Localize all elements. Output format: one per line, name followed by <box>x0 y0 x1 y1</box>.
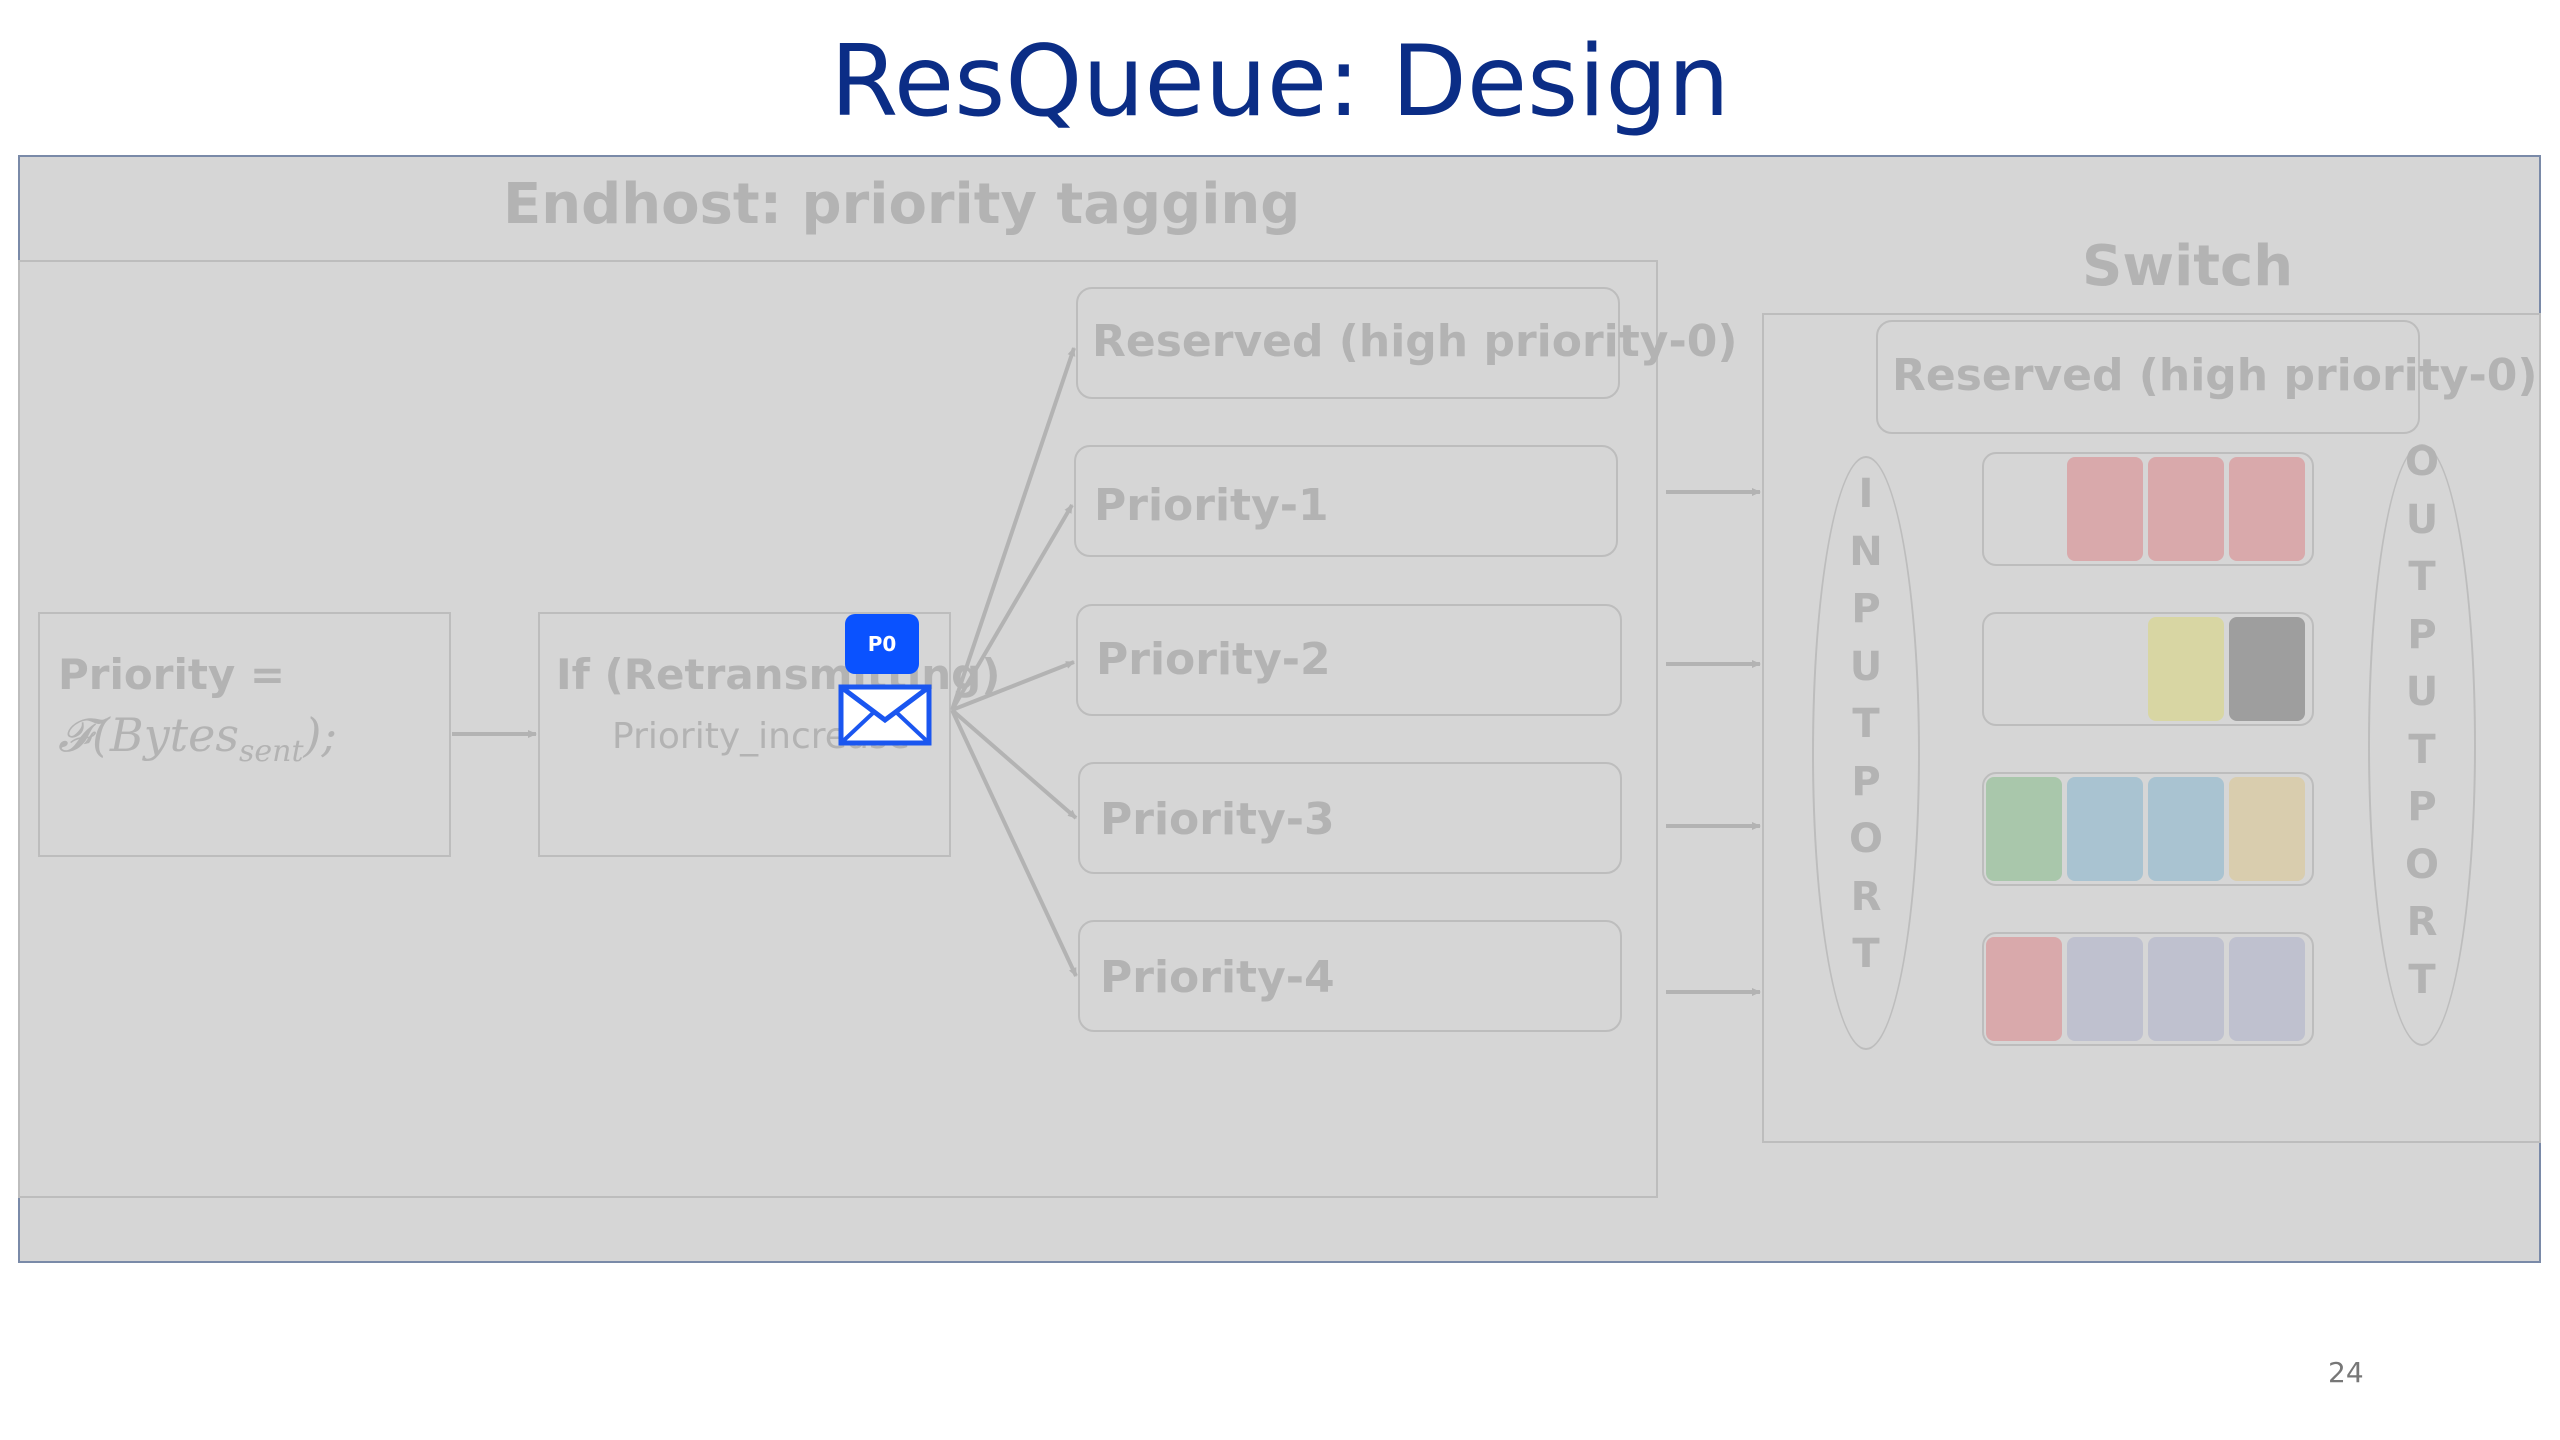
switch-reserved-label: Reserved (high priority-0) <box>1892 350 2538 401</box>
queued-packet <box>2148 777 2224 881</box>
port-letter: T <box>2408 956 2436 1003</box>
port-letter: O <box>2404 841 2439 888</box>
endhost-title: Endhost: priority tagging <box>503 172 1301 237</box>
page-number: 24 <box>2328 1356 2364 1389</box>
endhost-queue-priority-3 <box>1078 762 1622 874</box>
packet-priority-badge: P0 <box>845 614 919 674</box>
switch-queue <box>1982 932 2314 1046</box>
endhost-queue-priority-2 <box>1076 604 1622 716</box>
retransmit-box <box>538 612 951 857</box>
queued-packet <box>2148 457 2224 561</box>
port-letter: U <box>2405 496 2439 543</box>
port-letter: P <box>2407 611 2437 658</box>
port-letter: P <box>1851 758 1881 805</box>
port-letter: P <box>2407 784 2437 830</box>
queue-label: Priority-4 <box>1100 952 1335 1003</box>
queued-packet <box>2229 937 2305 1041</box>
switch-queue <box>1982 452 2314 566</box>
priority-formula: 𝓕(Bytessent); <box>58 708 337 770</box>
endhost-queue-reserved <box>1076 287 1620 399</box>
queued-packet <box>2067 777 2143 881</box>
queued-packet <box>1986 937 2062 1041</box>
switch-queue <box>1982 612 2314 726</box>
port-letter: T <box>2408 726 2436 773</box>
queue-label: Priority-3 <box>1100 794 1335 845</box>
switch-title: Switch <box>2082 234 2294 299</box>
arrow-to-priority-3 <box>950 708 1078 820</box>
port-letter: I <box>1858 471 1874 517</box>
slide-title: ResQueue: Design <box>830 25 1730 139</box>
port-letter: R <box>2406 899 2438 945</box>
input-port <box>1812 456 1920 1050</box>
queued-packet <box>2148 617 2224 721</box>
endhost-queue-priority-1 <box>1074 445 1618 557</box>
port-letter: U <box>2405 669 2439 715</box>
port-letter: O <box>1848 816 1883 862</box>
queued-packet <box>2148 937 2224 1041</box>
switch-region <box>1762 313 2541 1143</box>
port-letter: U <box>1849 643 1883 690</box>
priority-formula-box <box>38 612 451 857</box>
queue-label: Priority-1 <box>1094 480 1329 531</box>
arrow-to-reserved <box>950 347 1076 711</box>
queue-label: Priority-2 <box>1096 634 1331 685</box>
arrow-to-priority-2 <box>951 660 1075 712</box>
queued-packet <box>2229 617 2305 721</box>
arrow-to-priority-1 <box>950 503 1074 712</box>
port-letter: P <box>1851 586 1881 632</box>
port-letter: T <box>1852 931 1880 977</box>
queued-packet <box>1986 777 2062 881</box>
switch-queue-reserved <box>1876 320 2420 434</box>
queued-packet <box>2229 457 2305 561</box>
endhost-region <box>18 260 1658 1198</box>
queued-packet <box>2067 457 2143 561</box>
endhost-queue-priority-4 <box>1078 920 1622 1032</box>
switch-queue <box>1982 772 2314 886</box>
envelope-icon <box>838 684 932 746</box>
queue-label: Reserved (high priority-0) <box>1092 316 1738 367</box>
port-letter: R <box>1850 873 1882 920</box>
port-letter: T <box>2408 554 2436 600</box>
port-letter: O <box>2404 439 2439 485</box>
output-port <box>2368 444 2476 1046</box>
queued-packet <box>2067 937 2143 1041</box>
port-letter: N <box>1849 528 1883 575</box>
port-letter: T <box>1852 701 1880 747</box>
queued-packet <box>2229 777 2305 881</box>
arrow-to-priority-4 <box>950 709 1078 977</box>
priority-formula-label: Priority = <box>58 650 286 699</box>
